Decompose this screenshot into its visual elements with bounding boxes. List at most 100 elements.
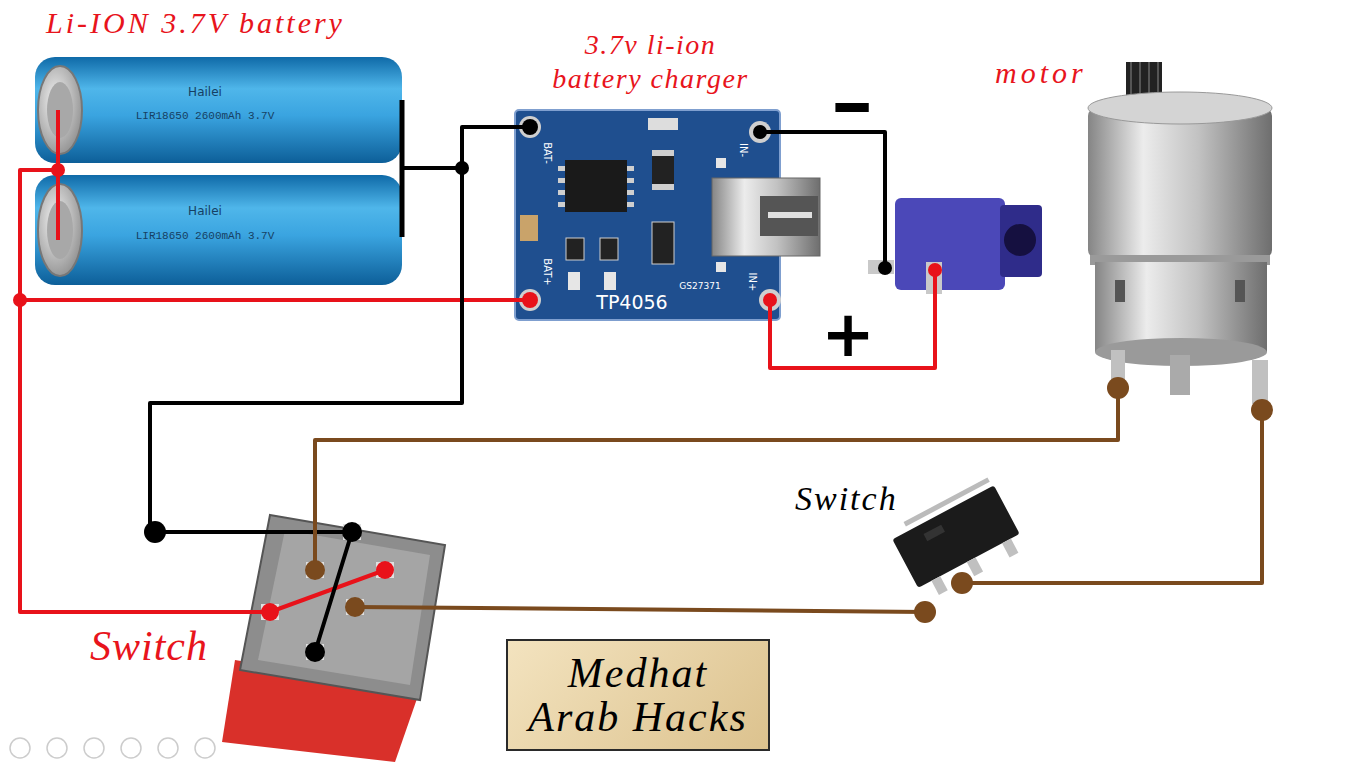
motor-part <box>1235 280 1245 302</box>
charger-board-part <box>648 118 678 130</box>
charger-board-part <box>627 202 634 207</box>
part-title: Switch <box>795 482 898 516</box>
battery-pack <box>35 57 402 285</box>
charger-board-part <box>604 272 616 290</box>
box-text: Medhat Arab Hacks <box>525 651 751 739</box>
charger-board-part <box>558 166 565 171</box>
slide-controls-part <box>47 738 67 758</box>
charger-board-part <box>627 178 634 183</box>
charger-board-part <box>652 222 674 264</box>
wire-joints-part <box>305 560 325 580</box>
part-title: 3.7v li-ion battery charger <box>548 28 753 95</box>
battery-brand: Hailei <box>188 86 222 98</box>
wires-part <box>355 607 925 612</box>
wire-joints-part <box>522 119 538 135</box>
slide-controls-part <box>158 738 178 758</box>
part-title: motor <box>995 58 1087 88</box>
slide-controls-part <box>10 738 30 758</box>
polarity-sign: - <box>829 72 874 136</box>
polarity-sign: + <box>821 302 875 366</box>
wire-joints-part <box>376 561 394 579</box>
charger-board-part <box>652 184 674 190</box>
slide-controls <box>10 738 215 758</box>
rocker-switch-part <box>261 604 279 620</box>
charger-board-part <box>558 202 565 207</box>
slide-controls-part <box>195 738 215 758</box>
charger-board-part <box>768 212 812 218</box>
wires-part <box>962 410 1262 583</box>
charger-board-part <box>716 262 726 272</box>
chip-marking: TP4056 <box>596 293 667 312</box>
charger-board-part <box>716 158 726 168</box>
slide-controls-part <box>121 738 141 758</box>
micro-switch-part <box>924 525 945 541</box>
charger-board-part <box>627 190 634 195</box>
micro-switch-part <box>892 485 1019 588</box>
motor-part <box>1088 108 1272 258</box>
wire-joints-part <box>1251 399 1273 421</box>
pin-name: BAT+ <box>542 258 552 285</box>
charger-board-part <box>627 166 634 171</box>
watermark-box: Medhat Arab Hacks <box>506 639 770 751</box>
pin-name: IN- <box>738 143 748 157</box>
wire-joints-part <box>763 293 777 307</box>
charger-board-part <box>760 196 818 236</box>
charger-board-part <box>558 178 565 183</box>
motor <box>1088 62 1272 404</box>
motor-part <box>1252 360 1268 404</box>
part-title: Switch <box>90 625 208 667</box>
micro-switch-part <box>931 576 947 595</box>
battery-rating: LIR18650 2600mAh 3.7V <box>136 111 275 122</box>
wires-part <box>402 127 530 168</box>
charger-board-part <box>519 116 541 138</box>
charger-board-part <box>600 238 618 260</box>
charger-board-part <box>652 150 674 190</box>
wire-joints-part <box>455 161 469 175</box>
rocker-switch-part <box>376 562 394 578</box>
wire-joints-part <box>305 642 325 662</box>
slide-controls-part <box>84 738 104 758</box>
charger-board-part <box>520 215 538 241</box>
wires-part <box>770 270 935 368</box>
motor-part <box>1088 92 1272 124</box>
pin-name: IN+ <box>747 273 757 292</box>
battery-rating: LIR18650 2600mAh 3.7V <box>136 231 275 242</box>
board-marking: GS27371 <box>679 282 720 291</box>
charger-board-part <box>558 190 565 195</box>
motor-part <box>1170 355 1190 395</box>
wire-joints-part <box>342 522 362 542</box>
wires <box>20 100 1262 652</box>
dc-jack-part <box>895 198 1005 290</box>
wire-joints <box>13 119 1273 662</box>
dc-jack <box>868 198 1042 294</box>
wire-joints-part <box>345 597 365 617</box>
charger-board-part <box>712 178 820 256</box>
battery-pack-part <box>35 57 402 163</box>
rocker-switch <box>222 515 445 762</box>
micro-switch-part <box>1002 539 1018 558</box>
pin-name: BAT- <box>542 142 552 164</box>
wires-part <box>20 298 530 302</box>
dc-jack-part <box>1000 205 1042 277</box>
charger-board-part <box>652 150 674 156</box>
wire-joints-part <box>753 125 767 139</box>
dc-jack-part <box>868 260 894 274</box>
wire-joints-part <box>951 572 973 594</box>
wire-joints-part <box>522 292 538 308</box>
wire-joints-part <box>261 603 279 621</box>
charger-board-part <box>566 238 584 260</box>
charger-board-part <box>519 289 541 311</box>
battery-pack-part <box>35 175 402 285</box>
charger-board-part <box>565 160 627 212</box>
motor-part <box>1115 280 1125 302</box>
charger-board-part <box>568 272 580 290</box>
part-title: Li-ION 3.7V battery <box>46 8 345 38</box>
wire-joints-part <box>878 261 892 275</box>
wire-joints-part <box>51 163 65 177</box>
wires-part <box>315 388 1118 570</box>
dc-jack-part <box>1004 224 1036 256</box>
wire-joints-part <box>914 601 936 623</box>
wire-joints-part <box>144 521 166 543</box>
micro-switch-part <box>967 557 983 576</box>
